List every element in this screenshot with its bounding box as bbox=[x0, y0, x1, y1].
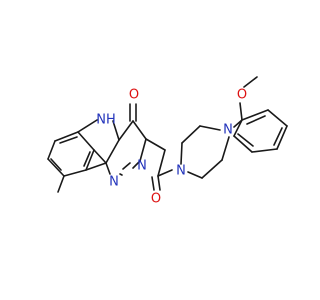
bond-lines bbox=[47, 76, 288, 193]
piperazine-n4-label: N bbox=[223, 123, 233, 138]
ring-n1-label: N bbox=[109, 175, 119, 190]
amide-oxygen-label: O bbox=[151, 192, 161, 207]
molecule-structure: NH O N N O N N O bbox=[47, 76, 288, 207]
lactam-oxygen-label: O bbox=[129, 88, 139, 103]
atom-labels: NH O N N O N N O bbox=[96, 88, 247, 207]
pyrrole-nh-label: NH bbox=[96, 113, 116, 128]
ring-n3-label: N bbox=[137, 159, 147, 174]
piperazine-n1-label: N bbox=[176, 164, 186, 179]
methoxy-oxygen-label: O bbox=[237, 88, 247, 103]
